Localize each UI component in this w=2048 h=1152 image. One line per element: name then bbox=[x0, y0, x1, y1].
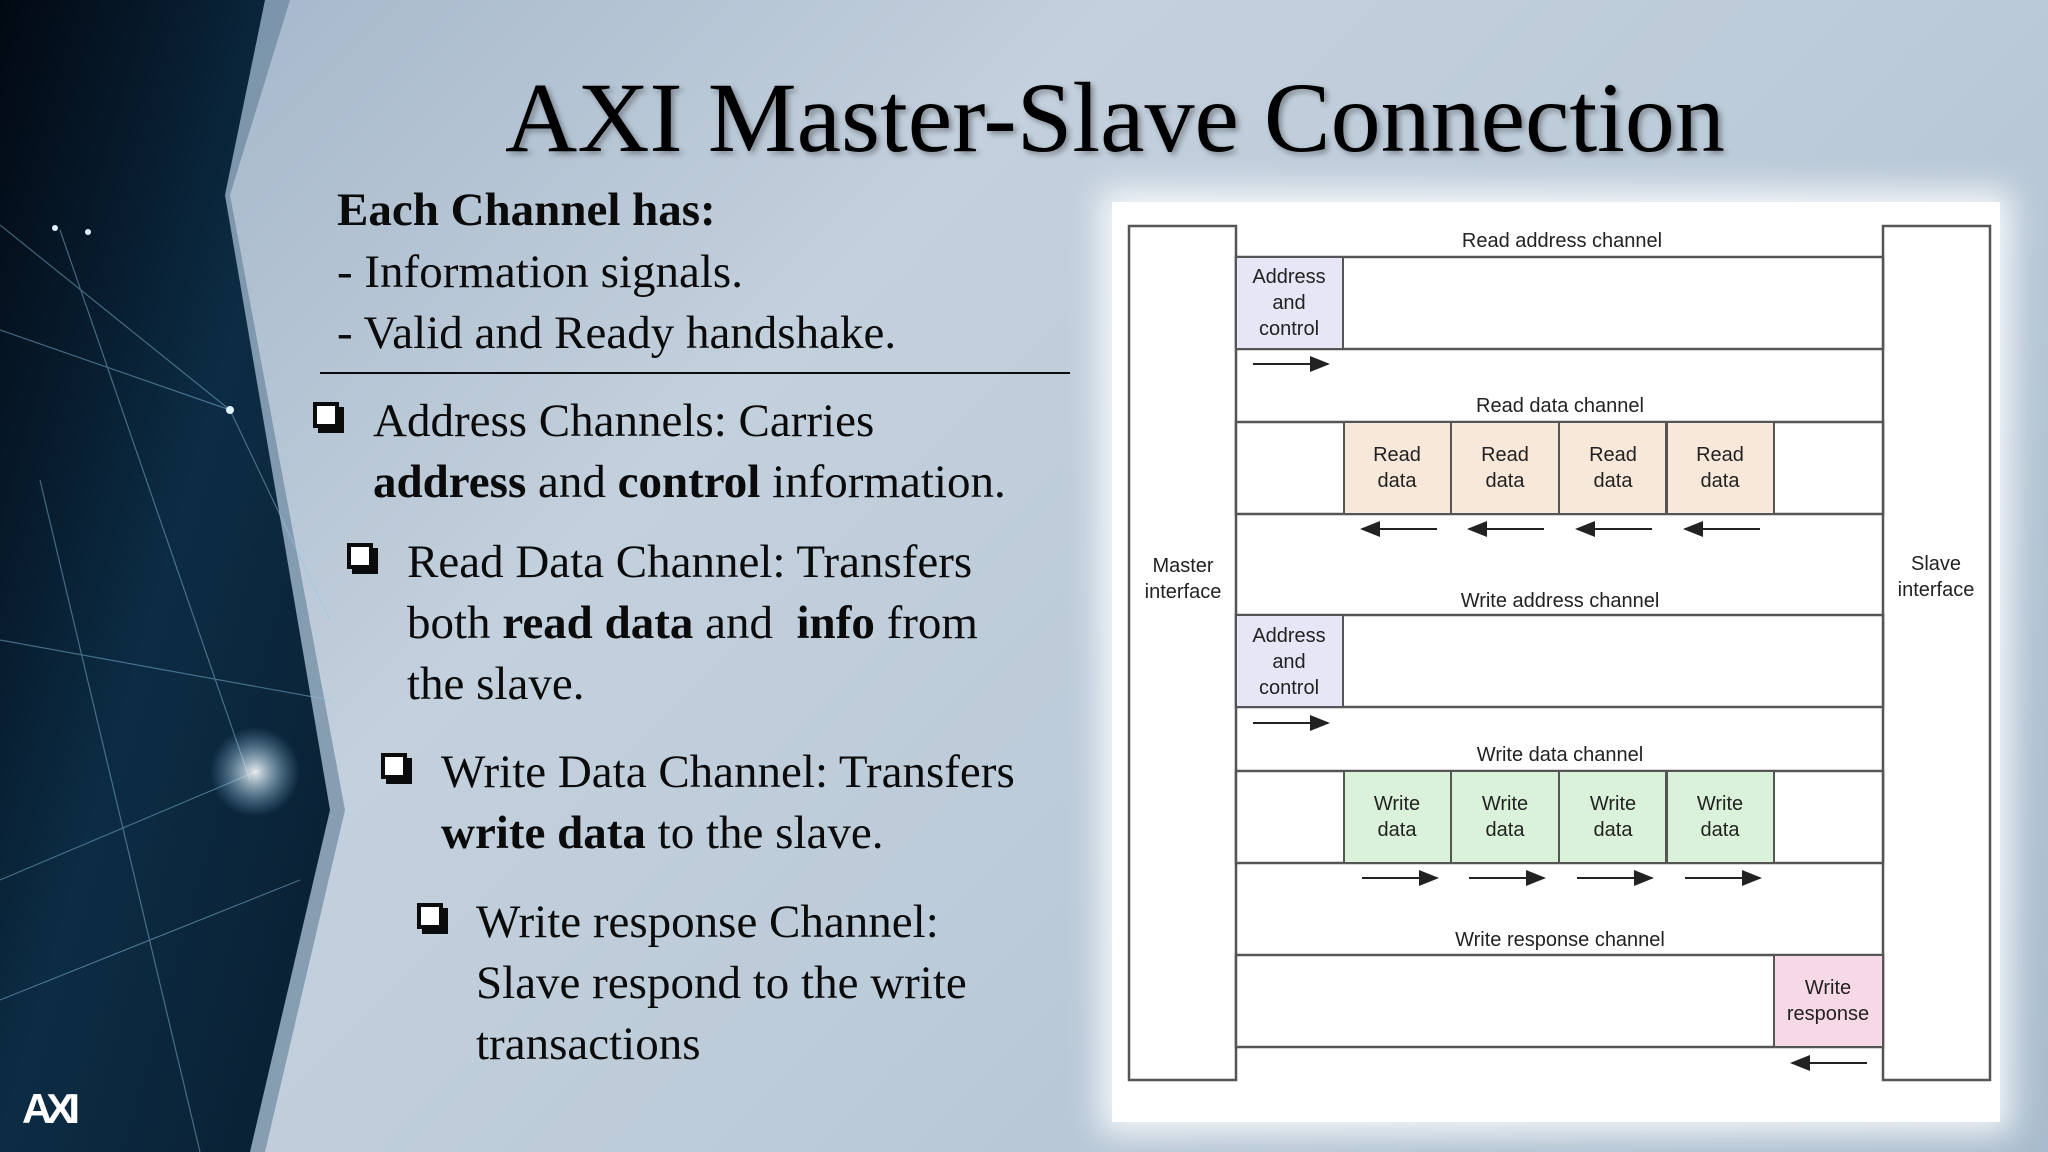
checkbox-bullet-icon bbox=[313, 402, 339, 428]
write-response-channel-label: Write response channel bbox=[1455, 929, 1665, 951]
address-control-block bbox=[1235, 614, 1344, 708]
slave-interface-box bbox=[1881, 224, 1992, 1082]
intro-heading: Each Channel has: bbox=[337, 184, 716, 236]
address-control-block bbox=[1235, 256, 1344, 350]
slide-title: AXI Master-Slave Connection bbox=[505, 62, 1725, 173]
response-bullet-line1: Write response Channel: bbox=[476, 896, 939, 948]
master-interface-box bbox=[1127, 224, 1238, 1082]
write-response-block bbox=[1773, 954, 1884, 1048]
response-bullet-line3: transactions bbox=[476, 1018, 701, 1070]
read-bullet-line2: both read data and info from bbox=[407, 597, 978, 649]
read-bullet-line1: Read Data Channel: Transfers bbox=[407, 536, 973, 588]
intro-item: - Valid and Ready handshake. bbox=[337, 307, 897, 359]
write-data-block bbox=[1558, 770, 1667, 864]
read-address-channel-label: Read address channel bbox=[1462, 230, 1662, 252]
read-data-block bbox=[1450, 421, 1560, 515]
read-bullet-line3: the slave. bbox=[407, 658, 585, 710]
read-data-channel-label: Read data channel bbox=[1476, 395, 1644, 417]
checkbox-bullet-icon bbox=[417, 903, 443, 929]
checkbox-bullet-icon bbox=[347, 543, 373, 569]
write-bullet-line1: Write Data Channel: Transfers bbox=[441, 746, 1015, 798]
read-data-block bbox=[1558, 421, 1667, 515]
address-bullet-line1: Address Channels: Carries bbox=[373, 395, 875, 447]
write-data-block bbox=[1666, 770, 1775, 864]
read-data-block bbox=[1343, 421, 1452, 515]
left-decorative-panel bbox=[0, 0, 345, 1152]
write-bullet-line2: write data to the slave. bbox=[441, 807, 884, 859]
read-data-block bbox=[1666, 421, 1775, 515]
address-bullet-line2: address and control information. bbox=[373, 456, 1006, 508]
write-data-channel-label: Write data channel bbox=[1477, 744, 1643, 766]
checkbox-bullet-icon bbox=[381, 753, 407, 779]
response-bullet-line2: Slave respond to the write bbox=[476, 957, 967, 1009]
separator-line bbox=[320, 372, 1070, 374]
write-address-channel-label: Write address channel bbox=[1461, 590, 1660, 612]
write-data-block bbox=[1343, 770, 1452, 864]
axi-logo: AXI bbox=[22, 1085, 80, 1132]
write-data-block bbox=[1450, 770, 1560, 864]
intro-item: - Information signals. bbox=[337, 246, 743, 298]
